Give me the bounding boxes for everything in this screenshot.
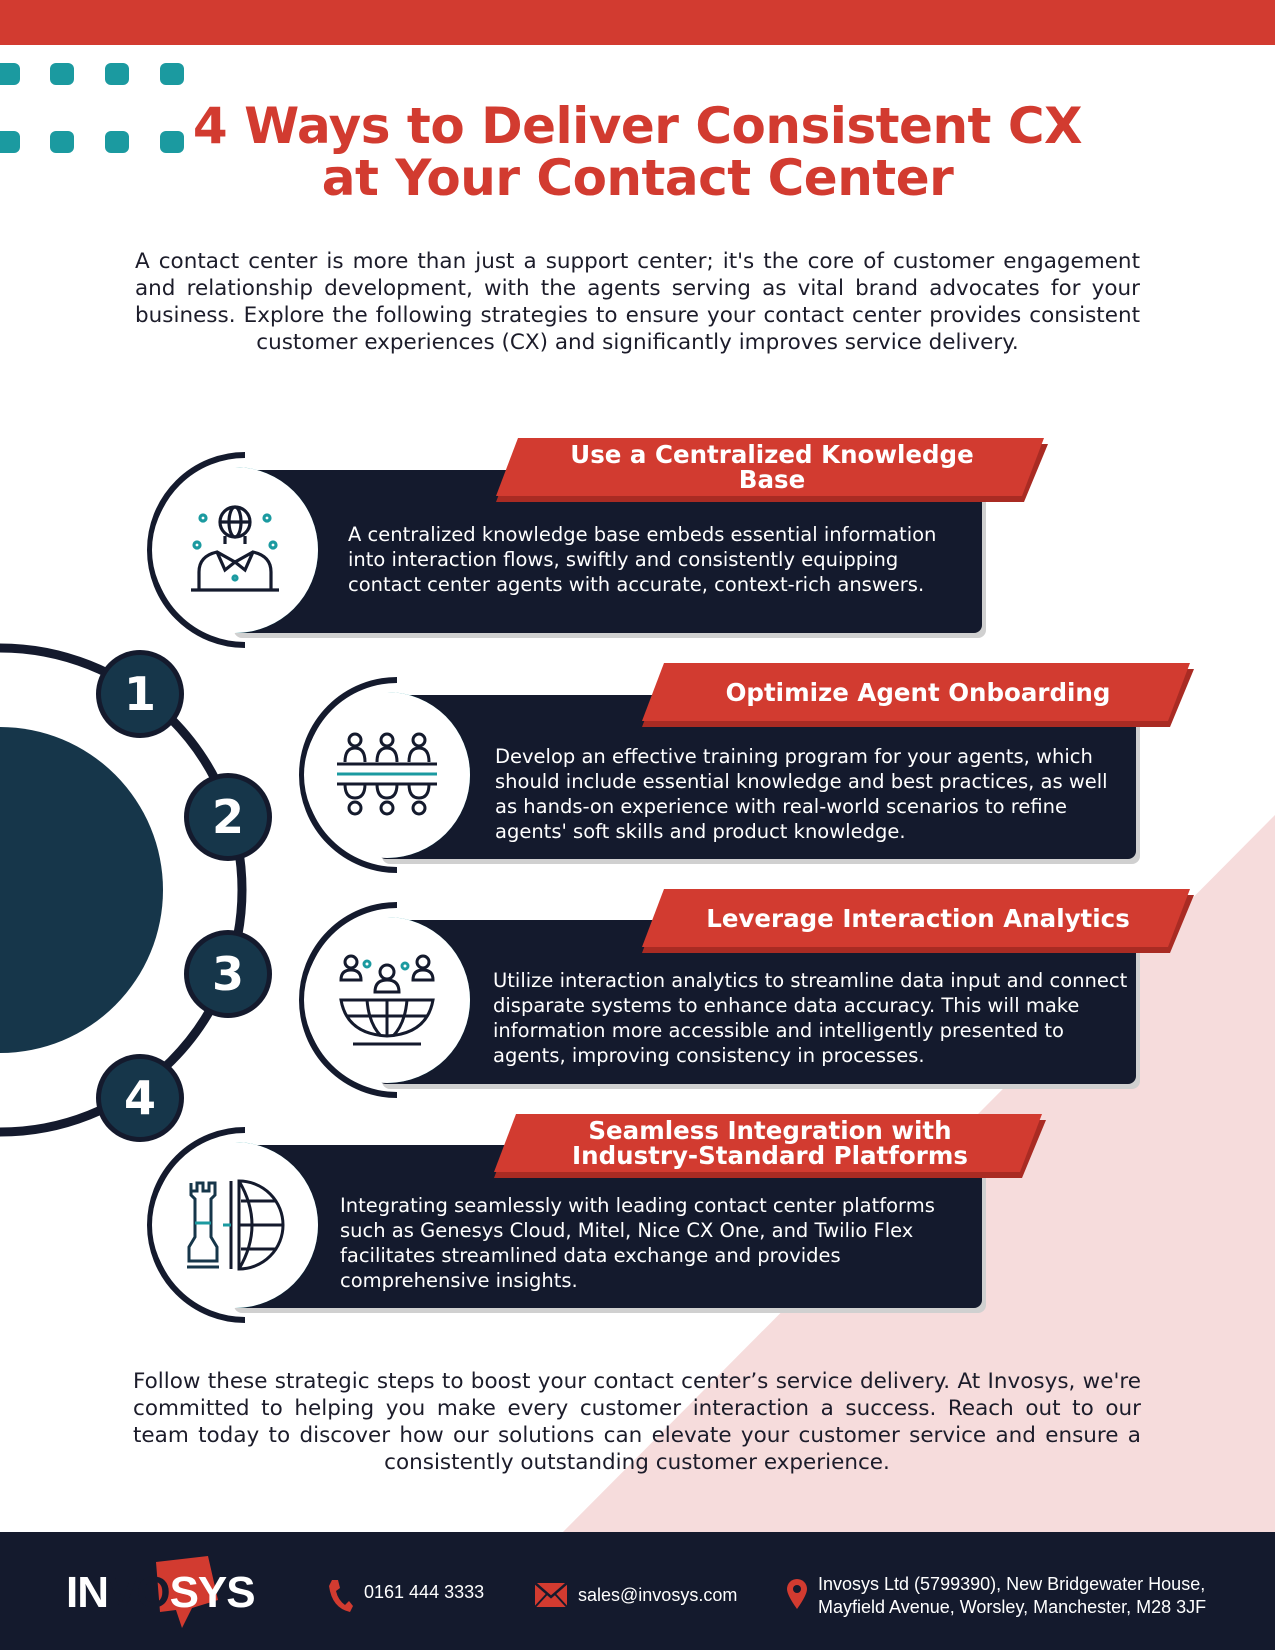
top-bar (0, 0, 1275, 45)
logo-speech-bubble (156, 1556, 218, 1628)
chess-globe-icon (187, 1179, 285, 1271)
decor-dot (160, 63, 184, 85)
step-heading-1: Use a Centralized Knowledge Base (570, 440, 974, 494)
logo-text-suffix: SYS (169, 1568, 256, 1617)
global-network-icon (339, 954, 435, 1046)
timeline-arc (0, 643, 247, 1137)
phone-icon (329, 1580, 353, 1612)
step-text-1: A centralized knowledge base embeds esse… (348, 523, 937, 596)
step-icon-circle-1 (152, 467, 318, 633)
decor-dot (0, 131, 20, 153)
step-heading-tab-3: Leverage Interaction Analytics (642, 889, 1194, 955)
step-heading-2: Optimize Agent Onboarding (725, 677, 1111, 707)
step-heading-tab-1: Use a Centralized Knowledge Base (496, 438, 1048, 504)
decor-dot (105, 131, 129, 153)
decor-dot (105, 63, 129, 85)
footer-phone[interactable]: 0161 444 3333 (364, 1582, 485, 1602)
decor-dot (50, 131, 74, 153)
location-pin-icon (787, 1579, 807, 1609)
footer-email[interactable]: sales@invosys.com (578, 1585, 738, 1605)
intro-paragraph: A contact center is more than just a sup… (135, 249, 1140, 355)
globe-agent-icon (191, 505, 279, 592)
decor-dot (50, 63, 74, 85)
decor-dot (160, 131, 184, 153)
email-icon (534, 1582, 568, 1608)
step-heading-4: Seamless Integration with Industry-Stand… (572, 1116, 968, 1170)
logo-text-prefix: IN (66, 1568, 109, 1617)
step-text-3: Utilize interaction analytics to streaml… (493, 969, 1128, 1067)
step-icon-circle-3 (304, 917, 470, 1083)
team-meeting-icon (337, 732, 437, 816)
step-icon-circle-4 (152, 1142, 318, 1308)
step-number-1: 1 (96, 650, 184, 738)
step-number-4: 4 (96, 1054, 184, 1142)
step-heading-3: Leverage Interaction Analytics (706, 903, 1130, 933)
footer-address-line1: Invosys Ltd (5799390), New Bridgewater H… (818, 1574, 1206, 1594)
step-icon-circle-2 (304, 692, 470, 858)
page-title: 4 Ways to Deliver Consistent CX at Your … (192, 97, 1083, 207)
step-number-2: 2 (184, 773, 272, 861)
logo-text-middle: VO (108, 1568, 171, 1617)
step-text-2: Develop an effective training program fo… (495, 745, 1108, 843)
step-text-4: Integrating seamlessly with leading cont… (340, 1194, 935, 1292)
step-number-3: 3 (184, 930, 272, 1018)
step-heading-tab-4: Seamless Integration with Industry-Stand… (494, 1114, 1046, 1180)
closing-paragraph: Follow these strategic steps to boost yo… (133, 1369, 1141, 1475)
decor-dot (0, 63, 20, 85)
invosys-logo[interactable]: INVOSYS (66, 1562, 286, 1624)
step-heading-tab-2: Optimize Agent Onboarding (642, 663, 1194, 729)
footer-address-line2: Mayfield Avenue, Worsley, Manchester, M2… (818, 1597, 1207, 1617)
